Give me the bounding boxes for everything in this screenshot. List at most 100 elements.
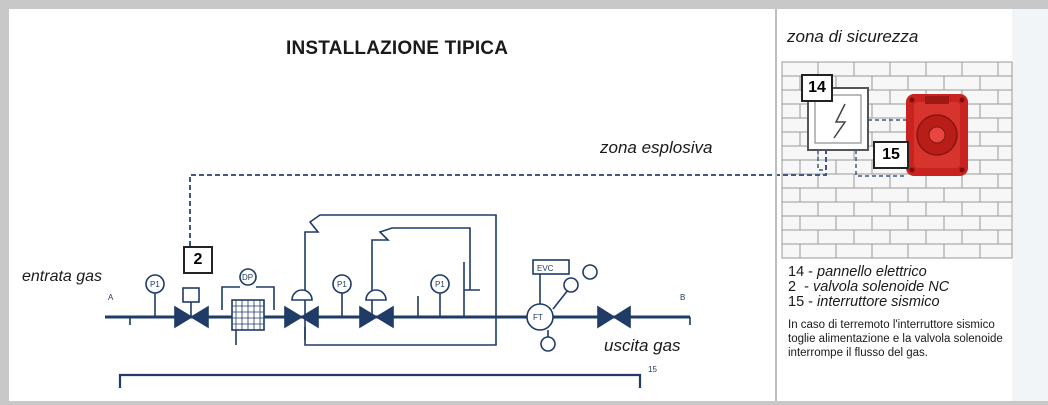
brick	[853, 229, 891, 245]
brick	[781, 215, 801, 231]
brick	[817, 229, 855, 245]
brick	[961, 229, 999, 245]
brick	[781, 229, 819, 245]
brick	[997, 229, 1013, 245]
dp-label: DP	[242, 273, 253, 282]
gas-outlet-label: uscita gas	[604, 336, 681, 355]
explosive-zone-label: zona esplosiva	[600, 138, 713, 157]
brick	[979, 243, 1013, 259]
brick	[979, 187, 1013, 203]
brick	[835, 159, 873, 175]
brick	[817, 201, 855, 217]
gas-inlet-label: entrata gas	[22, 268, 103, 285]
brick	[997, 201, 1013, 217]
brick	[781, 243, 801, 259]
solenoid-valve	[174, 287, 209, 329]
brick	[835, 215, 873, 231]
brick	[799, 215, 837, 231]
brick	[889, 61, 927, 77]
brick	[781, 187, 801, 203]
bypass-line	[304, 214, 497, 346]
zone-divider	[775, 9, 777, 401]
inlet-point-label: A	[108, 293, 114, 302]
brick	[781, 159, 801, 175]
legend-separator: -	[804, 264, 818, 280]
brick	[961, 61, 999, 77]
right-margin-strip	[1012, 9, 1048, 401]
legend-item-solenoid: 2 - valvola solenoide NC	[788, 280, 949, 295]
safe-zone-label: zona di sicurezza	[787, 27, 919, 46]
brick	[853, 201, 891, 217]
dp-gauge	[239, 268, 257, 286]
legend-item-panel: 14 - pannello elettrico	[788, 265, 949, 280]
brick	[889, 229, 927, 245]
brick	[943, 215, 981, 231]
brick	[961, 201, 999, 217]
brick	[907, 243, 945, 259]
brick	[907, 187, 945, 203]
legend-text: pannello elettrico	[817, 264, 927, 280]
bottom-pipe-number: 15	[648, 365, 657, 374]
brick	[997, 145, 1013, 161]
ft-label: FT	[533, 313, 543, 322]
brick	[925, 229, 963, 245]
brick	[871, 103, 909, 119]
gas-line-schematic	[105, 214, 691, 388]
panel-marker: 14	[801, 74, 833, 102]
legend-number: 2	[788, 279, 797, 295]
brick	[781, 131, 801, 147]
brick	[997, 61, 1013, 77]
brick	[997, 89, 1013, 105]
outlet-valve	[597, 305, 631, 329]
electrical-panel	[807, 87, 869, 151]
brick	[799, 243, 837, 259]
brick	[925, 201, 963, 217]
evc-label: EVC	[537, 264, 554, 273]
evc-box	[532, 259, 570, 275]
brick	[979, 215, 1013, 231]
legend: 14 - pannello elettrico 2 - valvola sole…	[788, 265, 949, 310]
brick	[943, 187, 981, 203]
p1-label-2: P1	[337, 280, 347, 289]
brick	[781, 201, 819, 217]
lightning-icon	[833, 103, 847, 139]
brick	[925, 173, 963, 189]
seismic-switch	[906, 94, 968, 176]
brick	[907, 215, 945, 231]
brick	[907, 75, 945, 91]
brick	[979, 131, 1013, 147]
brick	[871, 215, 909, 231]
brick	[781, 173, 819, 189]
brick	[781, 103, 801, 119]
brick	[979, 159, 1013, 175]
brick	[943, 75, 981, 91]
legend-number: 14	[788, 264, 805, 280]
brick	[817, 173, 855, 189]
brick	[943, 243, 981, 259]
brick	[835, 187, 873, 203]
brick	[889, 201, 927, 217]
brick	[835, 243, 873, 259]
legend-item-seismic: 15 - interruttore sismico	[788, 295, 949, 310]
p1-label-1: P1	[150, 280, 160, 289]
brick	[799, 187, 837, 203]
legend-separator: -	[796, 279, 813, 295]
brick	[961, 173, 999, 189]
brick	[853, 61, 891, 77]
brick	[997, 173, 1013, 189]
brick	[979, 103, 1013, 119]
outlet-point-label: B	[680, 293, 685, 302]
brick	[997, 117, 1013, 133]
legend-text: valvola solenoide NC	[813, 279, 950, 295]
brick	[925, 61, 963, 77]
brick	[979, 75, 1013, 91]
seismic-marker: 15	[873, 141, 909, 169]
p1-label-3: P1	[435, 280, 445, 289]
panel-wiring	[817, 119, 906, 177]
bottom-pipe	[118, 373, 642, 388]
legend-separator: -	[804, 294, 818, 310]
solenoid-marker: 2	[183, 246, 213, 274]
legend-number: 15	[788, 294, 805, 310]
brick	[871, 243, 909, 259]
